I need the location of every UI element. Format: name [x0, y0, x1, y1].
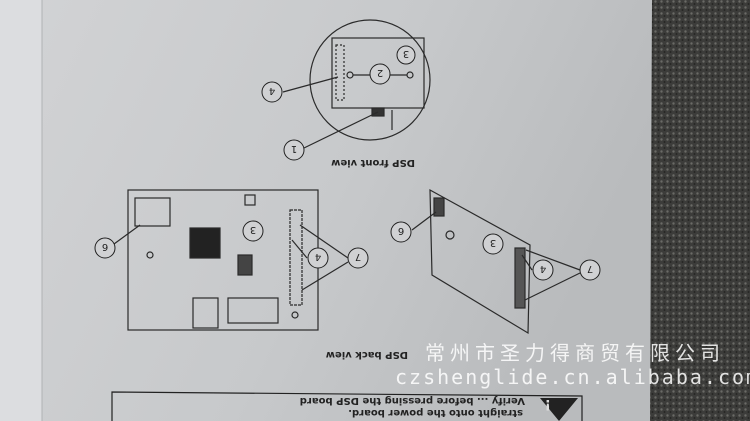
- callout-7: 7: [355, 251, 361, 262]
- back-angled-callouts: 6 3 4 7: [390, 221, 601, 281]
- callout-3: 3: [403, 48, 409, 59]
- back-view-board-flat: [113, 189, 349, 331]
- warning-text-line1: straight onto the power board.: [348, 407, 523, 418]
- callout-7: 7: [587, 263, 593, 274]
- warning-box: ! straight onto the power board. Verify …: [111, 391, 583, 421]
- watermark-url: czshenglide.cn.alibaba.com: [395, 365, 750, 389]
- callout-6: 6: [398, 225, 404, 236]
- callout-4: 4: [540, 263, 546, 274]
- exclamation-triangle-icon: [540, 398, 578, 421]
- callout-6: 6: [102, 241, 108, 252]
- callout-1: 1: [291, 143, 297, 154]
- front-callouts: 1 4 2 3: [261, 45, 416, 161]
- warning-text-line2: Verify ... before pressing the DSP board: [300, 395, 525, 406]
- watermark-company: 常州市圣力得商贸有限公司: [425, 341, 725, 365]
- exclamation-mark: !: [545, 396, 551, 412]
- callout-4: 4: [315, 251, 321, 262]
- callout-4: 4: [269, 85, 275, 96]
- callout-2: 2: [377, 67, 383, 78]
- front-view-label: DSP front view: [331, 157, 415, 168]
- back-flat-callouts: 6 3 4 7: [94, 220, 369, 269]
- back-view-label: DSP back view: [326, 349, 408, 360]
- back-view-board-angled: [411, 188, 581, 335]
- manual-page: [0, 0, 652, 421]
- callout-3: 3: [250, 224, 256, 235]
- front-view-diagram: [282, 19, 431, 149]
- page-edge: [0, 0, 42, 421]
- callout-3: 3: [490, 237, 496, 248]
